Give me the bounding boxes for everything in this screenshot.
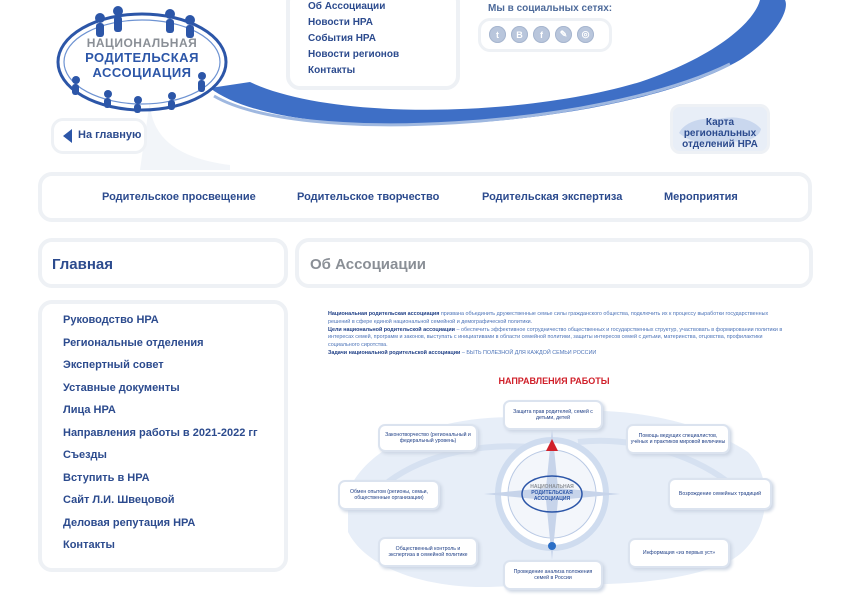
intro-p2: – обеспечить эффективное сотрудничество … [328,326,783,349]
top-menu-frame [286,0,460,90]
main-nav [38,172,812,222]
sidebar-menu: Руководство НРА Региональные отделения Э… [63,313,258,561]
nav-item-creativity[interactable]: Родительское творчество [297,191,440,203]
top-menu: Об Ассоциации Новости НРА События НРА Но… [308,0,399,80]
social-title: Мы в социальных сетях: [488,3,613,14]
sidebar-item-contacts[interactable]: Контакты [63,539,115,551]
sidebar-item-faces[interactable]: Лица НРА [63,404,116,416]
sidebar-item-congresses[interactable]: Съезды [63,449,107,461]
association-logo[interactable]: НАЦИОНАЛЬНАЯ РОДИТЕЛЬСКАЯ АССОЦИАЦИЯ [52,6,232,114]
top-menu-item-contacts[interactable]: Контакты [308,65,356,76]
sidebar-item-expert-council[interactable]: Экспертный совет [63,359,164,371]
sidebar-item-charter-documents[interactable]: Уставные документы [63,381,180,394]
intro-p1-bold: Национальная родительская ассоциация [328,311,440,317]
regional-map-button[interactable] [670,104,770,154]
top-menu-item-regions[interactable]: Новости регионов [308,49,400,60]
direction-box-legislation: Законотворчество (региональный и федерал… [378,424,478,452]
logo-line-3: АССОЦИАЦИЯ [92,65,192,80]
direction-box-traditions: Возрождение семейных традиций [668,478,772,510]
sidebar-item-regional-branches[interactable]: Региональные отделения [63,336,204,349]
sidebar-item-leadership[interactable]: Руководство НРА [63,314,159,326]
arrow-left-icon [63,129,72,143]
sidebar-title[interactable]: Главная [52,256,114,273]
sidebar-menu-frame [38,300,288,572]
regional-map-label[interactable]: Карта региональных отделений НРА [670,117,770,150]
twitter-icon[interactable]: t [489,26,506,43]
odnoklassniki-icon[interactable]: ◎ [577,26,594,43]
nav-item-events[interactable]: Мероприятия [664,191,738,203]
direction-box-experience: Обмен опытом (регионы, семьи, общественн… [338,480,440,510]
vk-icon[interactable]: В [511,26,528,43]
map-label-line-2: отделений НРА [682,139,758,150]
facebook-icon[interactable]: f [533,26,550,43]
top-menu-item-news[interactable]: Новости НРА [308,17,373,28]
directions-title: НАПРАВЛЕНИЯ РАБОТЫ [498,376,610,386]
diagram-logo: НАЦИОНАЛЬНАЯ РОДИТЕЛЬСКАЯ АССОЦИАЦИЯ [522,484,582,502]
intro-p1: призвана объединить дружественные семье … [328,311,769,325]
sidebar-item-shvetsova-site[interactable]: Сайт Л.И. Швецовой [63,494,175,506]
home-button-label[interactable]: На главную [78,129,142,141]
sidebar-item-directions[interactable]: Направления работы в 2021-2022 гг [63,426,258,439]
map-label-line-1: Карта региональных [683,117,757,139]
intro-text: Национальная родительская ассоциация при… [328,311,788,358]
logo-line-1: НАЦИОНАЛЬНАЯ [86,36,198,50]
russia-map-icon [679,117,761,144]
intro-p2-bold: Цели национальной родительской ассоциаци… [328,326,455,333]
sidebar-item-reputation[interactable]: Деловая репутация НРА [63,516,196,529]
livejournal-icon[interactable]: ✎ [555,26,572,43]
sidebar-item-join[interactable]: Вступить в НРА [63,471,150,484]
intro-p3: – БЫТЬ ПОЛЕЗНОЙ ДЛЯ КАЖДОЙ СЕМЬИ РОССИИ [460,349,597,356]
top-menu-item-about[interactable]: Об Ассоциации [308,1,386,12]
direction-box-information: Информация «из первых уст» [628,538,730,568]
top-menu-item-events[interactable]: События НРА [308,33,376,44]
nav-item-education[interactable]: Родительское просвещение [102,191,256,203]
direction-box-control: Общественный контроль и экспертиза в сем… [378,537,478,567]
sidebar-header-frame [38,238,288,288]
direction-box-specialists: Помощь ведущих специалистов, учёных и пр… [626,424,730,454]
page-title: Об Ассоциации [310,256,427,273]
direction-box-rights: Защита прав родителей, семей с детьми, д… [503,400,603,430]
nav-item-expertise[interactable]: Родительская экспертиза [482,191,623,203]
intro-p3-bold: Задачи национальной родительской ассоциа… [328,349,461,356]
content-header-frame [295,238,813,288]
logo-emblem [56,6,228,113]
diagram-logo-line-1: НАЦИОНАЛЬНАЯ [530,484,574,490]
logo-line-2: РОДИТЕЛЬСКАЯ [85,50,199,65]
header-swoosh [140,0,786,170]
direction-box-analysis: Проведение анализа положения семей в Рос… [503,560,603,590]
diagram-logo-line-2: РОДИТЕЛЬСКАЯ [531,490,573,496]
diagram-logo-line-3: АССОЦИАЦИЯ [533,496,571,502]
social-icons: t В f ✎ ◎ [489,26,594,43]
